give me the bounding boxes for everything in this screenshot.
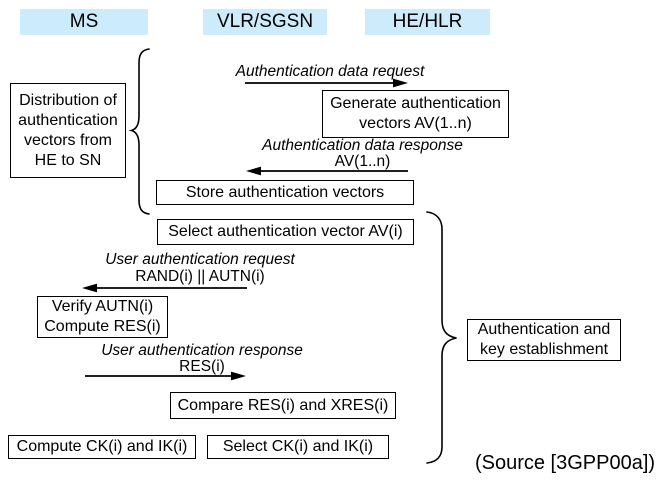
source-note: (Source [3GPP00a]) [474,452,656,474]
auth-key-establishment-box-label: Authentication and key establishment [477,321,611,358]
user-auth-request-label: User authentication request RAND(i) || A… [94,251,306,285]
user-auth-response-payload: RES(i) [179,358,225,375]
actor-he-hlr-label: HE/HLR [392,11,463,32]
distribution-brace [128,48,150,215]
actor-ms-label: MS [69,11,99,32]
generate-vectors-box: Generate authentication vectors AV(1..n) [322,90,509,138]
store-vectors-box: Store authentication vectors [156,180,414,205]
user-auth-response-text: User authentication response [101,342,303,359]
user-auth-request-text: User authentication request [105,251,295,268]
compare-res-box-label: Compare RES(i) and XRES(i) [177,396,389,414]
auth-establishment-brace [426,211,457,464]
auth-data-response-label: Authentication data response AV(1..n) [255,138,470,170]
compute-keys-box: Compute CK(i) and IK(i) [8,435,196,459]
select-keys-box: Select CK(i) and IK(i) [207,435,389,459]
compare-res-box: Compare RES(i) and XRES(i) [170,392,396,419]
select-keys-box-label: Select CK(i) and IK(i) [222,438,374,455]
auth-key-establishment-box: Authentication and key establishment [467,319,621,361]
user-auth-request-payload: RAND(i) || AUTN(i) [135,268,265,285]
auth-data-request-text: Authentication data request [235,63,425,80]
auth-data-response-payload: AV(1..n) [334,153,391,170]
verify-compute-box: Verify AUTN(i) Compute RES(i) [37,296,168,338]
select-vector-box-label: Select authentication vector AV(i) [168,223,403,240]
auth-data-response-text: Authentication data response [262,137,463,154]
actor-he-hlr: HE/HLR [365,9,490,35]
user-auth-response-label: User authentication response RES(i) [96,343,308,375]
generate-vectors-box-label: Generate authentication vectors AV(1..n) [330,95,501,132]
actor-ms: MS [20,9,148,35]
distribution-box-label: Distribution of authentication vectors f… [18,91,118,169]
distribution-box: Distribution of authentication vectors f… [10,83,126,178]
select-vector-box: Select authentication vector AV(i) [157,219,414,245]
compute-keys-box-label: Compute CK(i) and IK(i) [16,438,188,455]
verify-compute-box-label: Verify AUTN(i) Compute RES(i) [44,298,161,335]
actor-vlr-sgsn-label: VLR/SGSN [216,11,314,32]
actor-vlr-sgsn: VLR/SGSN [203,9,327,35]
auth-data-request-label: Authentication data request [225,64,435,80]
store-vectors-box-label: Store authentication vectors [185,183,385,201]
